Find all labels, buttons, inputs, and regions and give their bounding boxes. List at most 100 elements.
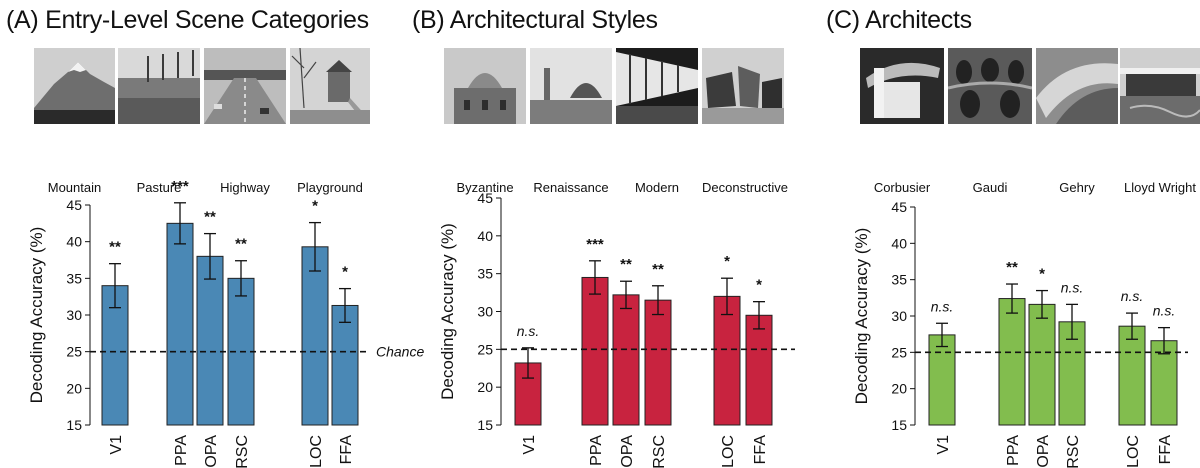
thumbnail-label: Renaissance (533, 180, 609, 195)
y-axis-title: Decoding Accuracy (%) (27, 227, 46, 404)
thumbnail-byzantine: Byzantine (444, 48, 526, 195)
bar (1118, 325, 1146, 426)
bar (928, 334, 956, 426)
y-tick-label: 45 (477, 190, 493, 206)
bar (166, 222, 194, 426)
x-category-label: LOC (308, 435, 325, 468)
y-axis-title: Decoding Accuracy (%) (438, 223, 457, 400)
x-category-label: FFA (1157, 435, 1174, 465)
mountain-photo-icon (34, 48, 115, 124)
thumbnail-label: Mountain (47, 180, 102, 195)
y-tick-label: 15 (891, 417, 907, 433)
significance-label: ** (1006, 259, 1018, 276)
x-category-label: V1 (521, 435, 538, 455)
bar (612, 294, 640, 426)
significance-label: * (312, 198, 318, 215)
y-tick-label: 20 (66, 380, 82, 396)
thumbnail-renaissance: Renaissance (530, 48, 612, 195)
significance-label: n.s. (517, 323, 540, 339)
x-category-label: RSC (651, 435, 668, 468)
x-category-label: PPA (1005, 435, 1022, 466)
y-axis-title: Decoding Accuracy (%) (852, 228, 871, 405)
y-tick-label: 45 (891, 199, 907, 215)
thumbnail-gehry: Gehry (1036, 48, 1118, 195)
byzantine-photo-icon (444, 48, 526, 124)
panel-title: (B) Architectural Styles (412, 6, 658, 34)
thumbnail-playground: Playground (290, 48, 370, 195)
deconstructive-photo-icon (702, 48, 784, 124)
y-tick-label: 30 (477, 304, 493, 320)
y-tick-label: 40 (477, 228, 493, 244)
significance-label: * (724, 253, 730, 270)
significance-label: * (1039, 266, 1045, 283)
thumbnail-deconstructive: Deconstructive (702, 48, 788, 195)
thumbnail-label: Highway (220, 180, 270, 195)
x-category-label: FFA (338, 435, 355, 465)
modern-photo-icon (616, 48, 698, 124)
thumbnail-label: Deconstructive (702, 180, 788, 195)
x-category-label: FFA (752, 435, 769, 465)
x-category-label: V1 (108, 435, 125, 455)
thumbnail-label: Lloyd Wright (1123, 180, 1196, 195)
thumbnail-pasture: Pasture (118, 48, 200, 195)
x-category-label: PPA (588, 435, 605, 466)
panel-a: (A) Entry-Level Scene Categories Mountai… (0, 0, 424, 468)
bar (745, 314, 773, 426)
y-tick-label: 20 (477, 379, 493, 395)
chance-label: Chance (376, 344, 424, 360)
bar (998, 298, 1026, 426)
y-tick-label: 25 (891, 344, 907, 360)
thumbnail-label: Gehry (1059, 180, 1095, 195)
thumbnail-highway: Highway (204, 48, 286, 195)
y-tick-label: 35 (66, 270, 82, 286)
x-category-label: RSC (1065, 435, 1082, 468)
panel-title: (A) Entry-Level Scene Categories (6, 6, 369, 34)
pasture-photo-icon (118, 48, 200, 124)
bar (1150, 340, 1178, 426)
significance-label: *** (586, 236, 604, 253)
thumbnail-label: Playground (297, 180, 363, 195)
thumbnail-label: Corbusier (873, 180, 931, 195)
corbusier-photo-icon (860, 48, 944, 124)
y-tick-label: 25 (477, 341, 493, 357)
y-tick-label: 30 (66, 307, 82, 323)
playground-photo-icon (290, 48, 370, 124)
significance-label: * (756, 277, 762, 294)
significance-label: n.s. (1121, 288, 1144, 304)
y-tick-label: 15 (66, 417, 82, 433)
y-tick-label: 20 (891, 381, 907, 397)
significance-label: * (342, 264, 348, 281)
significance-label: n.s. (1153, 303, 1176, 319)
y-tick-label: 15 (477, 417, 493, 433)
thumbnail-corbusier: Corbusier (860, 48, 944, 195)
y-tick-label: 40 (66, 234, 82, 250)
thumbnail-mountain: Mountain (34, 48, 115, 195)
thumbnail-lloyd-wright: Lloyd Wright (1120, 48, 1200, 195)
bar (196, 255, 224, 426)
panel-b: (B) Architectural Styles Byzantine Renai… (412, 0, 810, 468)
significance-label: ** (109, 239, 121, 256)
thumbnail-label: Byzantine (456, 180, 514, 195)
gehry-photo-icon (1036, 48, 1118, 124)
x-category-label: OPA (619, 435, 636, 468)
bar (331, 304, 359, 426)
y-tick-label: 35 (891, 272, 907, 288)
thumbnail-gaudi: Gaudi (948, 48, 1032, 195)
bar (101, 285, 129, 426)
x-category-label: OPA (1035, 435, 1052, 468)
y-tick-label: 45 (66, 197, 82, 213)
renaissance-photo-icon (530, 48, 612, 124)
x-category-label: PPA (173, 435, 190, 466)
significance-label: ** (620, 256, 632, 273)
bar (713, 295, 741, 426)
thumbnail-label: Gaudi (972, 180, 1008, 195)
bar (581, 276, 609, 426)
significance-label: n.s. (1061, 279, 1084, 295)
highway-photo-icon (204, 48, 286, 124)
x-category-label: OPA (203, 435, 220, 468)
significance-label: *** (171, 178, 189, 195)
x-category-label: LOC (720, 435, 737, 468)
